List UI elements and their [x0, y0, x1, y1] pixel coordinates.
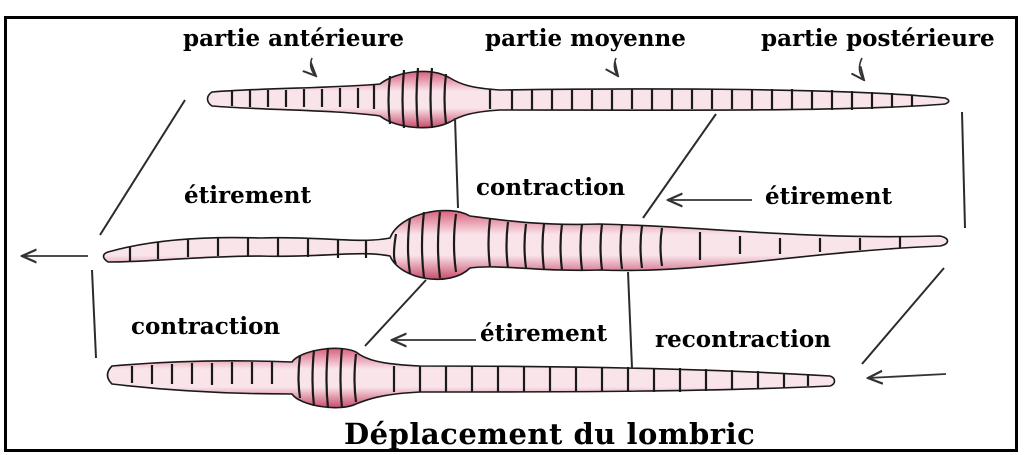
direction-arrow-right	[868, 374, 946, 378]
label-stretch-left: étirement	[184, 184, 311, 207]
label-stretch-mid: étirement	[480, 322, 607, 345]
label-recontraction: recontraction	[655, 328, 831, 351]
label-contraction-left: contraction	[131, 315, 280, 338]
worm-top	[208, 71, 949, 127]
label-stretch-right: étirement	[765, 185, 892, 208]
diagram-caption: Déplacement du lombric	[344, 420, 755, 449]
label-contraction-mid: contraction	[476, 176, 625, 199]
label-posterior-part: partie postérieure	[761, 27, 995, 50]
label-middle-part: partie moyenne	[485, 27, 686, 50]
label-anterior-part: partie antérieure	[183, 27, 404, 50]
